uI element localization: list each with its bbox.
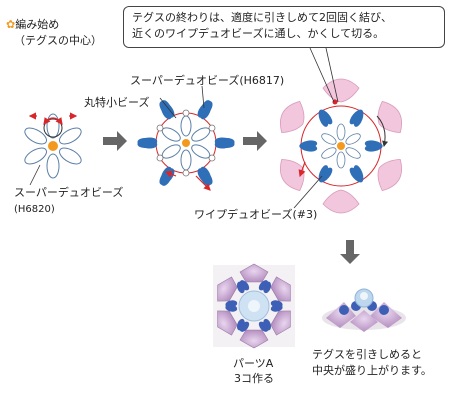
label-wipe-duo: ワイプデュオビーズ(#3) [194, 208, 318, 221]
flower-icon: ✿ [6, 18, 16, 31]
center-flower-icon [48, 141, 58, 151]
caption-parts-line1: パーツA [233, 357, 274, 370]
step-arrow-2 [243, 131, 267, 151]
start-line2: （テグスの中心） [14, 34, 102, 47]
label-super-duo-h6820-line1: スーパーデュオビーズ [14, 186, 124, 199]
step2-diagram [137, 85, 235, 191]
callout-box: テグスの終わりは、適度に引きしめて2回固く結び、 近くのワイプデュオビーズに通し… [123, 6, 445, 48]
photo-part-a [213, 263, 295, 349]
callout-line1: テグスの終わりは、適度に引きしめて2回固く結び、 [132, 11, 392, 24]
step1-start-diagram [24, 112, 82, 186]
photo-side-view [322, 288, 406, 332]
caption-parts-line2: 3コ作る [234, 372, 274, 385]
step-arrow-1 [103, 131, 127, 151]
start-label: ✿編み始め [6, 18, 59, 32]
caption-tighten-line2: 中央が盛り上がります。 [312, 364, 432, 377]
step3-diagram [280, 47, 402, 214]
start-line1: 編み始め [15, 18, 60, 31]
callout-line2: 近くのワイプデュオビーズに通し、かくして切る。 [132, 27, 385, 40]
step-arrow-down [340, 240, 360, 264]
caption-tighten-line1: テグスを引きしめると [312, 348, 422, 361]
label-super-duo-h6820-line2: (H6820) [14, 204, 55, 215]
label-round-small: 丸特小ビーズ [84, 96, 150, 109]
label-super-duo-h6817: スーパーデュオビーズ(H6817) [130, 74, 285, 87]
